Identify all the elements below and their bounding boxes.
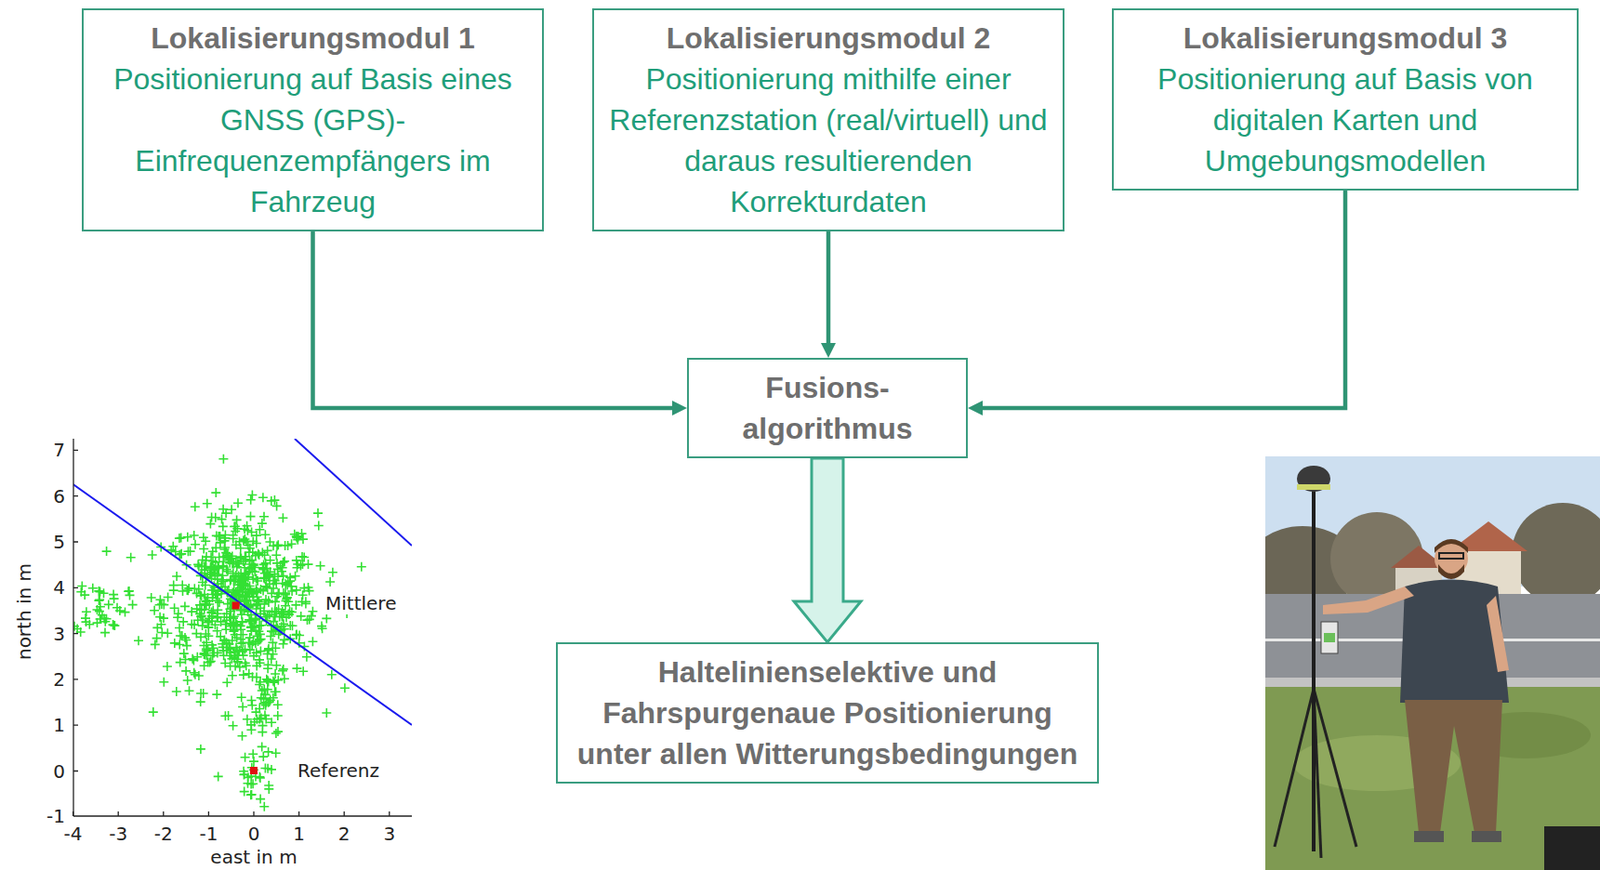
connector-line: [313, 231, 674, 409]
fusion-box: Fusions- algorithmus: [687, 357, 968, 459]
hollow-arrow: [793, 458, 861, 643]
box-label: Fusions- algorithmus: [700, 367, 955, 450]
tick-label: 0: [52, 760, 66, 783]
tick-label: -1: [46, 805, 66, 828]
connector: [313, 231, 688, 416]
module-box: Lokalisierungsmodul 1Positionierung auf …: [81, 8, 544, 232]
point-label: Referenz: [295, 759, 382, 782]
field-photo: [1265, 456, 1600, 870]
point-label: Mittlere: [323, 592, 398, 615]
tick-label: 1: [52, 714, 66, 737]
tick-label: -2: [154, 822, 173, 846]
lane-line: [294, 438, 412, 546]
lane-line: [73, 484, 412, 726]
module-title: Lokalisierungsmodul 2: [605, 17, 1052, 59]
tick-label: 5: [52, 530, 66, 554]
connector-line: [826, 231, 832, 344]
arrow-head: [672, 400, 688, 416]
module-title: Lokalisierungsmodul 3: [1124, 17, 1566, 59]
tick-label: -1: [198, 822, 218, 846]
tick-label: 3: [383, 822, 396, 846]
module-description: Positionierung auf Basis eines GNSS (GPS…: [94, 58, 531, 223]
tick-label: 1: [292, 822, 305, 846]
axes: [73, 438, 412, 817]
arrow-head: [820, 343, 836, 358]
tick-label: 4: [52, 576, 66, 599]
tick-label: 3: [52, 622, 66, 646]
module-description: Positionierung mithilfe einer Referenzst…: [605, 58, 1052, 223]
axis-title: north in m: [13, 563, 36, 661]
tick-label: 0: [248, 822, 261, 846]
arrow-head: [967, 400, 983, 416]
tick-label: 2: [338, 822, 351, 846]
tick-label: 7: [52, 438, 66, 462]
result-box: Haltelinienselektive und Fahrspurgenaue …: [555, 642, 1099, 784]
reference-marker: [250, 766, 258, 775]
mean-marker: [232, 602, 240, 610]
connector: [820, 231, 836, 358]
tick-label: 6: [52, 485, 66, 508]
module-title: Lokalisierungsmodul 1: [94, 17, 531, 59]
module-description: Positionierung auf Basis von digitalen K…: [1124, 58, 1566, 182]
module-box: Lokalisierungsmodul 3Positionierung auf …: [1111, 8, 1579, 191]
module-box: Lokalisierungsmodul 2Positionierung mith…: [592, 8, 1065, 232]
scatter-points: [73, 454, 367, 812]
connector: [793, 458, 861, 643]
tick-label: -4: [64, 822, 83, 846]
tick-label: -3: [108, 822, 128, 846]
tick-label: 2: [52, 668, 66, 691]
box-label: Haltelinienselektive und Fahrspurgenaue …: [568, 651, 1086, 775]
axis-title: east in m: [210, 846, 297, 869]
